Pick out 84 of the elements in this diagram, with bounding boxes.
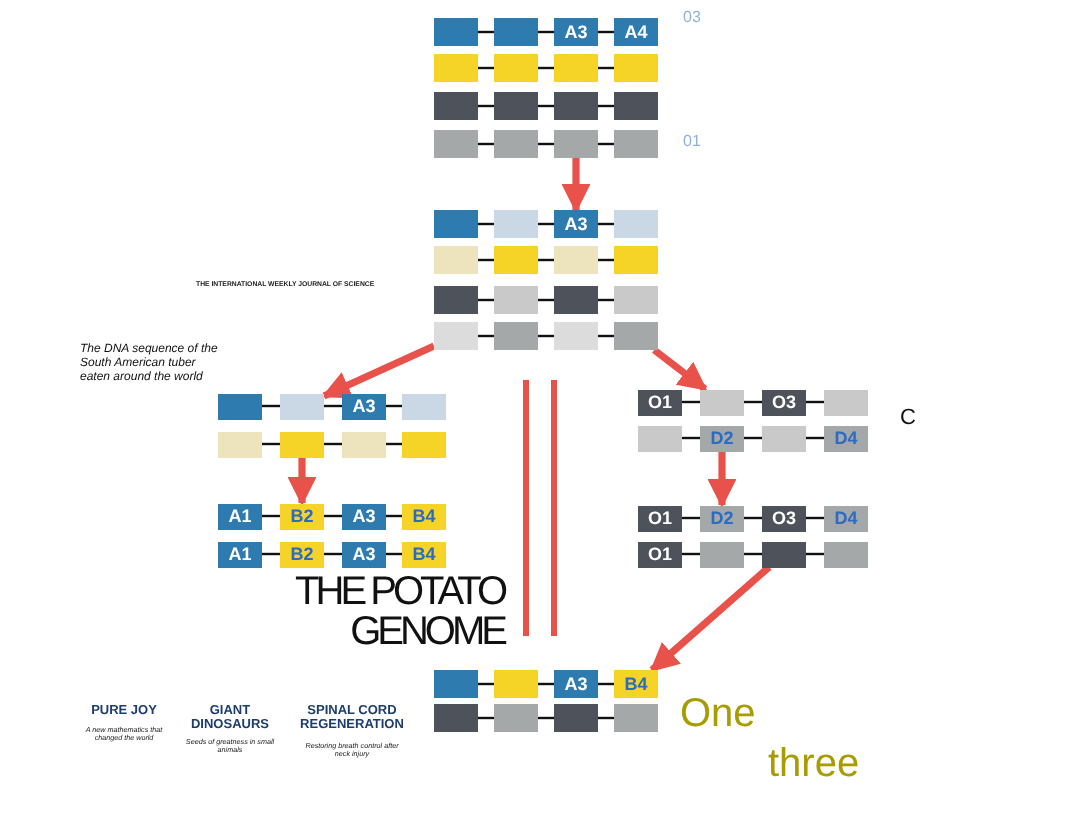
panel-letter: C (900, 406, 918, 432)
gene-block (824, 389, 868, 415)
gene-block (280, 431, 324, 457)
gene-block (434, 54, 478, 82)
gene-block (554, 246, 598, 274)
gene-block (494, 246, 538, 274)
gene-block: O1 (638, 541, 682, 567)
arrow (561, 158, 591, 213)
gene-block (494, 18, 538, 46)
gene-block: B4 (402, 541, 446, 567)
gene-block (402, 431, 446, 457)
gene-block (494, 54, 538, 82)
arrow (652, 347, 708, 392)
gene-block (218, 431, 262, 457)
gene-block (342, 431, 386, 457)
gene-block (554, 54, 598, 82)
gene-block (554, 286, 598, 314)
gene-block (402, 393, 446, 419)
gene-block (700, 541, 744, 567)
gene-block (762, 425, 806, 451)
gene-block (494, 210, 538, 238)
gene-block (434, 286, 478, 314)
gene-block: A1 (218, 503, 262, 529)
gene-block (824, 541, 868, 567)
gene-block: A3 (554, 210, 598, 238)
gene-block: B4 (402, 503, 446, 529)
gene-block: B4 (614, 670, 658, 698)
arrow (287, 457, 317, 506)
gene-block (614, 704, 658, 732)
gene-block: D2 (700, 505, 744, 531)
gene-block (494, 704, 538, 732)
gene-block (614, 246, 658, 274)
gene-block (494, 130, 538, 158)
page-number: 03 (681, 8, 703, 27)
gene-block (638, 425, 682, 451)
gene-block (434, 322, 478, 350)
gene-block (434, 18, 478, 46)
overlay-word: three (768, 742, 862, 788)
gene-block: D4 (824, 425, 868, 451)
gene-block: A3 (554, 18, 598, 46)
gene-block: O1 (638, 389, 682, 415)
gene-block (280, 393, 324, 419)
page-number: 01 (681, 132, 703, 151)
gene-block: O1 (638, 505, 682, 531)
gene-block (494, 322, 538, 350)
gene-block (554, 704, 598, 732)
gene-block (554, 130, 598, 158)
gene-block (434, 92, 478, 120)
gene-block (614, 322, 658, 350)
gene-block (434, 670, 478, 698)
gene-block: A3 (342, 541, 386, 567)
gene-block: A3 (342, 503, 386, 529)
gene-block (700, 389, 744, 415)
gene-block (762, 541, 806, 567)
gene-block (614, 210, 658, 238)
overlay-word: One (680, 692, 758, 738)
gene-block (494, 286, 538, 314)
gene-block (434, 130, 478, 158)
gene-block (434, 704, 478, 732)
gene-block (614, 92, 658, 120)
gene-block: A4 (614, 18, 658, 46)
gene-block (434, 246, 478, 274)
gene-block: A3 (554, 670, 598, 698)
gene-block: O3 (762, 389, 806, 415)
arrow (321, 342, 436, 400)
gene-block: A3 (342, 393, 386, 419)
gene-block (614, 130, 658, 158)
gene-block (494, 92, 538, 120)
gene-block: B2 (280, 503, 324, 529)
gene-block: B2 (280, 541, 324, 567)
cover-title: THE POTATO GENOME (293, 572, 504, 652)
gene-block: D4 (824, 505, 868, 531)
arrow (707, 451, 737, 508)
gene-block: O3 (762, 505, 806, 531)
arrow (649, 564, 772, 673)
gene-block (494, 670, 538, 698)
gene-block (218, 393, 262, 419)
gene-block (554, 92, 598, 120)
gene-block (434, 210, 478, 238)
gene-block (614, 54, 658, 82)
gene-block (614, 286, 658, 314)
gene-block: A1 (218, 541, 262, 567)
gene-block (554, 322, 598, 350)
gene-block: D2 (700, 425, 744, 451)
